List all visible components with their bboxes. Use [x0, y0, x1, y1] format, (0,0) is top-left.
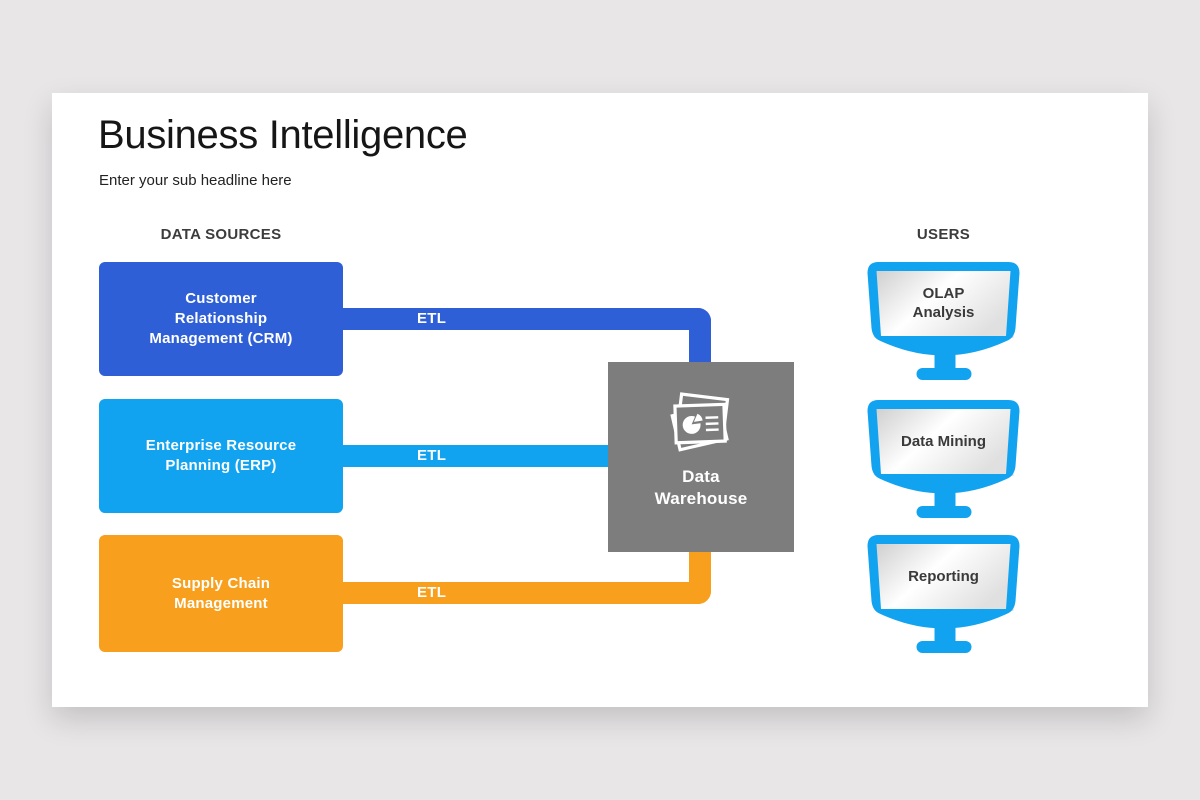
warehouse-label-line: Warehouse — [654, 489, 748, 508]
warehouse-label-line: Data — [682, 467, 720, 486]
source-box-scm-label: Supply Chain — [171, 574, 271, 592]
monitor-label-line: Analysis — [912, 304, 975, 321]
etl-label-crm: ETL — [417, 310, 447, 327]
monitor-label-line: OLAP — [922, 285, 965, 302]
source-box-scm: Supply Chain Management — [99, 535, 343, 652]
source-box-crm-label: Customer — [185, 290, 257, 307]
etl-connector-scm-vertical — [689, 552, 711, 604]
monitor-reporting: Reporting — [867, 535, 1020, 653]
warehouse-label: Data Warehouse — [655, 466, 748, 510]
source-box-erp-label: Enterprise Resource — [145, 437, 297, 454]
source-box-crm-label: Management (CRM) — [149, 330, 293, 347]
monitor-data-mining-label: Data Mining — [877, 410, 1010, 472]
monitor-olap-analysis: OLAP Analysis — [867, 262, 1020, 380]
source-box-crm: Customer Relationship Management (CRM) — [99, 262, 343, 376]
monitor-reporting-label: Reporting — [877, 545, 1010, 607]
data-sources-heading: DATA SOURCES — [160, 226, 282, 243]
etl-label-erp: ETL — [417, 447, 447, 464]
monitor-label-line: Reporting — [908, 567, 979, 585]
etl-connector-erp — [343, 445, 609, 467]
source-box-scm-label: Management — [174, 594, 268, 612]
etl-connector-scm-horizontal — [343, 582, 711, 604]
source-box-crm-label: Relationship — [174, 310, 268, 327]
warehouse-box: Data Warehouse — [608, 362, 794, 552]
source-box-erp-label: Planning (ERP) — [165, 457, 277, 474]
etl-connector-crm-horizontal — [343, 308, 711, 330]
monitor-icon — [867, 535, 1020, 653]
warehouse-slides-icon — [670, 392, 730, 452]
page-title: Business Intelligence — [98, 113, 468, 157]
etl-label-scm: ETL — [417, 584, 447, 601]
source-box-erp: Enterprise Resource Planning (ERP) — [99, 399, 343, 513]
page-subtitle: Enter your sub headline here — [99, 172, 292, 189]
monitor-olap-label: OLAP Analysis — [877, 272, 1010, 334]
monitor-label-line: Data Mining — [901, 432, 986, 450]
monitor-icon — [867, 400, 1020, 518]
etl-connector-crm-vertical — [689, 308, 711, 362]
slide-canvas: Business Intelligence Enter your sub hea… — [52, 93, 1148, 707]
users-heading: USERS — [916, 226, 971, 243]
monitor-icon — [867, 262, 1020, 380]
monitor-data-mining: Data Mining — [867, 400, 1020, 518]
